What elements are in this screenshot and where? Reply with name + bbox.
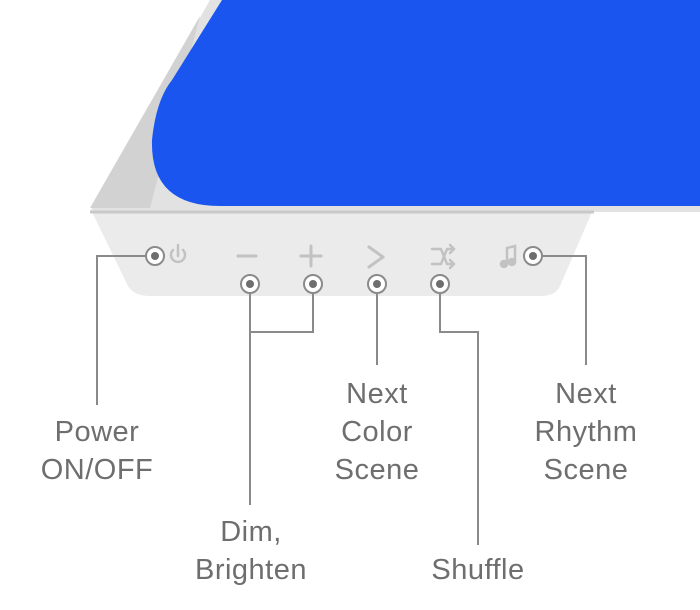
shuffle-label: Shuffle — [408, 551, 548, 589]
power-leader — [96, 255, 146, 405]
chevron-right-icon — [367, 245, 385, 269]
power-button[interactable] — [145, 246, 165, 266]
next-color-label-line-3: Scene — [334, 454, 420, 486]
shuffle-leader — [439, 293, 479, 545]
next-color-label: Next Color Scene — [312, 375, 442, 489]
next-rhythm-label-line-1: Next — [555, 378, 617, 410]
shuffle-button[interactable] — [430, 274, 450, 294]
power-icon — [169, 243, 187, 264]
next-color-label-line-2: Color — [341, 416, 413, 448]
music-note-icon — [499, 244, 517, 269]
next-rhythm-label-line-3: Scene — [543, 454, 629, 486]
power-label-line-1: Power — [54, 416, 140, 448]
next-rhythm-leader — [542, 255, 587, 365]
next-color-button[interactable] — [367, 274, 387, 294]
dim-brighten-label-line-1: Dim, — [220, 516, 282, 548]
frame-shadow — [90, 16, 200, 208]
dim-brighten-leader — [249, 293, 314, 333]
next-rhythm-label-line-2: Rhythm — [534, 416, 638, 448]
shuffle-label-line-1: Shuffle — [431, 554, 525, 586]
blue-panel — [151, 0, 700, 206]
power-label: Power ON/OFF — [22, 413, 172, 489]
power-label-line-2: ON/OFF — [40, 454, 154, 486]
control-strip — [92, 212, 592, 296]
dim-brighten-label-line-2: Brighten — [194, 554, 307, 586]
shuffle-icon — [430, 243, 456, 270]
dim-brighten-label: Dim, Brighten — [176, 513, 326, 589]
next-color-label-line-1: Next — [346, 378, 408, 410]
brighten-button[interactable] — [303, 274, 323, 294]
next-rhythm-button[interactable] — [523, 246, 543, 266]
next-rhythm-label: Next Rhythm Scene — [511, 375, 661, 489]
plus-icon — [299, 244, 323, 268]
dim-button[interactable] — [240, 274, 260, 294]
